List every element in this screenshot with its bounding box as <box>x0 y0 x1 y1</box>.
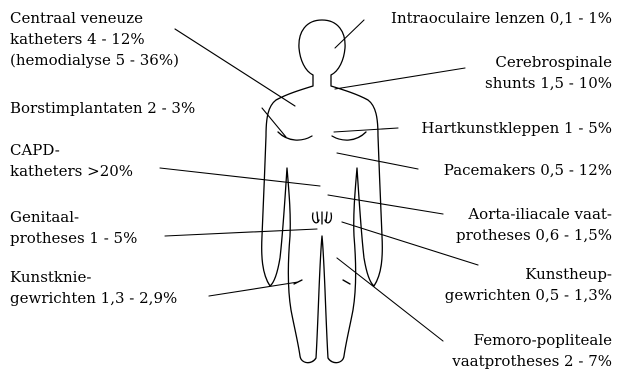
leader-line-cvk <box>175 29 295 106</box>
label-line: gewrichten 1,3 - 2,9% <box>10 288 177 309</box>
label-line: vaatprotheses 2 - 7% <box>452 351 612 372</box>
label-borstimplantaten: Borstimplantaten 2 - 3% <box>10 98 195 119</box>
leader-line-shunts <box>335 68 465 89</box>
label-line: Femoro-popliteale <box>452 330 612 351</box>
knee-joint-mark <box>294 280 350 284</box>
label-aorta-iliacale-vaatprotheses: Aorta-iliacale vaat- protheses 0,6 - 1,5… <box>456 204 612 246</box>
genital-prosthesis-mark <box>313 212 332 224</box>
label-line: Kunstheup- <box>445 264 612 285</box>
label-capd-katheters: CAPD- katheters >20% <box>10 140 133 182</box>
label-cerebrospinale-shunts: Cerebrospinale shunts 1,5 - 10% <box>485 52 612 94</box>
label-line: Genitaal- <box>10 207 137 228</box>
label-line: Cerebrospinale <box>485 52 612 73</box>
leader-line-capd <box>160 168 320 186</box>
label-line: (hemodialyse 5 - 36%) <box>10 50 179 71</box>
label-line: Aorta-iliacale vaat- <box>456 204 612 225</box>
label-hartkunstkleppen: Hartkunstkleppen 1 - 5% <box>421 118 612 139</box>
leader-line-femoro <box>337 258 443 341</box>
label-line: Intraoculaire lenzen 0,1 - 1% <box>391 8 612 29</box>
label-line: gewrichten 0,5 - 1,3% <box>445 285 612 306</box>
label-femoro-popliteale-vaatprotheses: Femoro-popliteale vaatprotheses 2 - 7% <box>452 330 612 372</box>
label-line: shunts 1,5 - 10% <box>485 73 612 94</box>
label-pacemakers: Pacemakers 0,5 - 12% <box>444 160 612 181</box>
label-line: protheses 1 - 5% <box>10 228 137 249</box>
label-line: katheters 4 - 12% <box>10 29 179 50</box>
label-intraoculaire-lenzen: Intraoculaire lenzen 0,1 - 1% <box>391 8 612 29</box>
leader-line-aorta <box>328 195 443 214</box>
label-genitaal-protheses: Genitaal- protheses 1 - 5% <box>10 207 137 249</box>
leader-line-pace <box>337 153 418 169</box>
leader-line-genitaal <box>165 229 317 236</box>
label-line: katheters >20% <box>10 161 133 182</box>
label-line: Centraal veneuze <box>10 8 179 29</box>
label-line: Borstimplantaten 2 - 3% <box>10 98 195 119</box>
leader-line-iol <box>335 20 364 48</box>
label-line: Hartkunstkleppen 1 - 5% <box>421 118 612 139</box>
chest-contour <box>332 132 366 140</box>
label-line: CAPD- <box>10 140 133 161</box>
label-centraal-veneuze-katheters: Centraal veneuze katheters 4 - 12% (hemo… <box>10 8 179 71</box>
leader-line-kunstknie <box>209 282 298 296</box>
label-kunstknie-gewrichten: Kunstknie- gewrichten 1,3 - 2,9% <box>10 267 177 309</box>
label-line: protheses 0,6 - 1,5% <box>456 225 612 246</box>
label-line: Pacemakers 0,5 - 12% <box>444 160 612 181</box>
label-line: Kunstknie- <box>10 267 177 288</box>
human-body-outline <box>262 20 383 363</box>
label-kunstheup-gewrichten: Kunstheup- gewrichten 0,5 - 1,3% <box>445 264 612 306</box>
